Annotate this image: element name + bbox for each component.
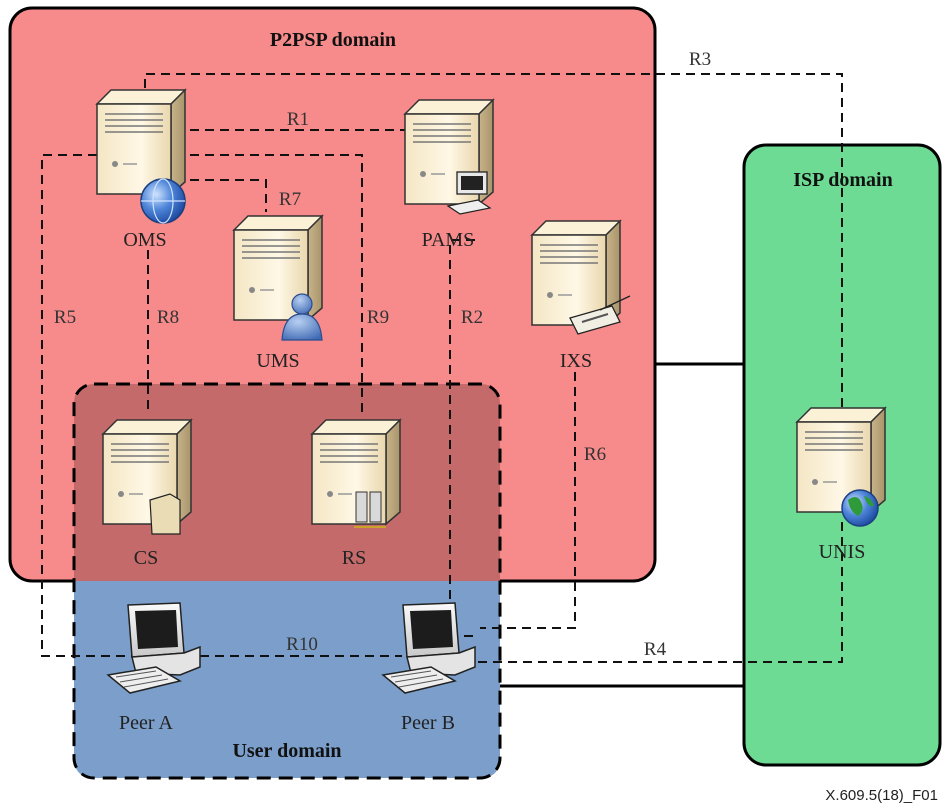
r1-label: R1: [287, 109, 309, 130]
peer-b-label: Peer B: [401, 712, 455, 734]
user-domain-title: User domain: [232, 740, 341, 762]
r3-label: R3: [689, 49, 711, 70]
p2psp-domain-title: P2PSP domain: [270, 29, 396, 51]
rs-label: RS: [342, 547, 366, 569]
r5-label: R5: [54, 307, 76, 328]
isp-domain-title: ISP domain: [793, 169, 892, 191]
cs-server-icon: [102, 419, 192, 535]
r2-line: [449, 239, 478, 637]
r8-label: R8: [157, 307, 179, 328]
cs-label: CS: [134, 547, 158, 569]
pams-server-icon: [404, 99, 494, 215]
oms-label: OMS: [123, 229, 166, 251]
r5-line: [41, 154, 140, 657]
user-domain-border: [72, 382, 502, 780]
r7-label: R7: [279, 189, 301, 210]
ixs-server-icon: [531, 220, 631, 335]
pams-label: PAMS: [422, 229, 475, 251]
rs-server-icon: [311, 419, 401, 528]
unis-server-icon: [796, 407, 886, 527]
r9-label: R9: [367, 307, 389, 328]
unis-label: UNIS: [819, 541, 866, 563]
r7-line: [190, 179, 267, 212]
r10-label: R10: [286, 634, 318, 655]
ums-label: UMS: [256, 350, 299, 372]
r6-label: R6: [584, 444, 606, 465]
r3-line: [144, 73, 843, 408]
r4-label: R4: [644, 639, 667, 660]
peer-a-label: Peer A: [119, 712, 173, 734]
figure-id: X.609.5(18)_F01: [825, 787, 938, 804]
r9-line: [190, 154, 363, 416]
oms-server-icon: [96, 89, 186, 224]
r6-line: [480, 372, 576, 629]
ixs-label: IXS: [560, 350, 592, 372]
ums-server-icon: [233, 215, 323, 341]
r4-line: [478, 520, 843, 663]
r2-label: R2: [461, 307, 483, 328]
